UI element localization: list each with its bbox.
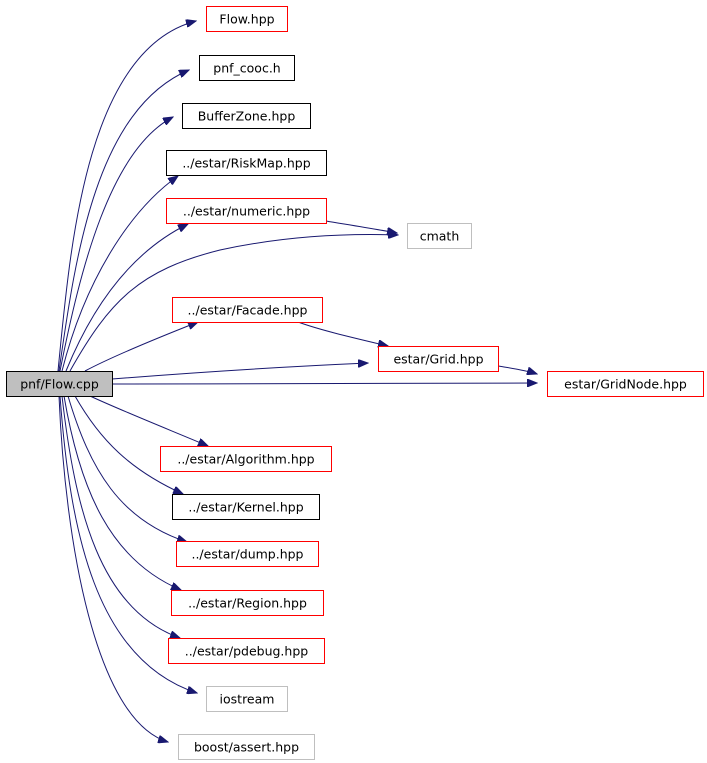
- node-label: ../estar/numeric.hpp: [183, 204, 310, 219]
- node-facade-hpp[interactable]: ../estar/Facade.hpp: [172, 297, 323, 323]
- node-flow-hpp[interactable]: Flow.hpp: [206, 6, 288, 32]
- node-gridnode-hpp[interactable]: estar/GridNode.hpp: [547, 371, 704, 397]
- node-box: [172, 297, 323, 323]
- edge-root-to-cmath: [69, 235, 398, 372]
- node-algorithm-hpp[interactable]: ../estar/Algorithm.hpp: [160, 446, 332, 472]
- node-pnf-cooc-h[interactable]: pnf_cooc.h: [199, 55, 295, 81]
- node-box: [166, 198, 327, 224]
- edge-root-to-bufferzone-hpp: [59, 117, 173, 372]
- node-label: ../estar/Algorithm.hpp: [177, 452, 314, 467]
- node-label: pnf_cooc.h: [213, 61, 280, 76]
- edge-root-to-boost-assert-hpp: [58, 395, 168, 742]
- nodes-layer: pnf/Flow.cpp Flow.hpp pnf_cooc.hBufferZone…: [6, 6, 704, 760]
- node-box: [172, 494, 320, 520]
- edge-root-to-grid-hpp: [111, 363, 368, 380]
- edge-numeric-hpp-to-cmath: [325, 220, 397, 233]
- node-label: pnf/Flow.cpp: [20, 377, 99, 392]
- node-box: [547, 371, 704, 397]
- edge-grid-hpp-to-gridnode-hpp: [497, 365, 537, 374]
- node-box: [407, 223, 472, 249]
- node-box: [378, 346, 499, 372]
- node-label: ../estar/Kernel.hpp: [188, 500, 303, 515]
- node-box: [6, 371, 113, 397]
- edge-root-to-algorithm-hpp: [89, 395, 208, 446]
- node-box: [182, 103, 311, 129]
- node-grid-hpp[interactable]: estar/Grid.hpp: [378, 346, 499, 372]
- node-box: [166, 150, 327, 176]
- node-box: [206, 686, 288, 712]
- node-label: ../estar/pdebug.hpp: [185, 644, 308, 659]
- node-label: boost/assert.hpp: [194, 740, 299, 755]
- node-label: estar/GridNode.hpp: [564, 377, 687, 392]
- edge-root-to-pdebug-hpp: [61, 395, 180, 638]
- node-box: [160, 446, 332, 472]
- node-cmath[interactable]: cmath: [407, 223, 472, 249]
- node-region-hpp[interactable]: ../estar/Region.hpp: [171, 590, 324, 616]
- edge-root-to-flow-hpp: [57, 21, 196, 372]
- node-label: iostream: [220, 692, 275, 707]
- node-label: ../estar/Region.hpp: [188, 596, 307, 611]
- edge-root-to-riskmap-hpp: [61, 176, 178, 372]
- edge-root-to-pnf-cooc-h: [58, 70, 189, 372]
- edge-root-to-iostream: [59, 395, 197, 693]
- node-iostream[interactable]: iostream: [206, 686, 288, 712]
- edge-root-to-gridnode-hpp: [111, 383, 537, 384]
- edge-root-to-kernel-hpp: [74, 395, 183, 494]
- node-label: BufferZone.hpp: [198, 109, 296, 124]
- node-label: cmath: [420, 229, 460, 244]
- node-box: [178, 734, 315, 760]
- node-box: [171, 590, 324, 616]
- node-box: [176, 541, 319, 567]
- node-dump-hpp[interactable]: ../estar/dump.hpp: [176, 541, 319, 567]
- edge-root-to-facade-hpp: [84, 322, 198, 372]
- node-label: ../estar/dump.hpp: [191, 547, 303, 562]
- node-box: [206, 6, 288, 32]
- edge-root-to-numeric-hpp: [65, 224, 188, 372]
- node-pdebug-hpp[interactable]: ../estar/pdebug.hpp: [168, 638, 325, 664]
- node-boost-assert-hpp[interactable]: boost/assert.hpp: [178, 734, 315, 760]
- node-label: ../estar/RiskMap.hpp: [182, 156, 310, 171]
- edges-layer: [57, 21, 537, 742]
- root-node-flow-cpp: pnf/Flow.cpp: [6, 371, 113, 397]
- edge-root-to-dump-hpp: [67, 395, 187, 542]
- node-numeric-hpp[interactable]: ../estar/numeric.hpp: [166, 198, 327, 224]
- node-label: ../estar/Facade.hpp: [188, 303, 308, 318]
- edge-root-to-region-hpp: [63, 395, 181, 590]
- node-riskmap-hpp[interactable]: ../estar/RiskMap.hpp: [166, 150, 327, 176]
- edge-facade-hpp-to-grid-hpp: [297, 321, 388, 346]
- node-kernel-hpp[interactable]: ../estar/Kernel.hpp: [172, 494, 320, 520]
- node-box: [199, 55, 295, 81]
- node-label: Flow.hpp: [219, 12, 274, 27]
- node-bufferzone-hpp[interactable]: BufferZone.hpp: [182, 103, 311, 129]
- node-box: [168, 638, 325, 664]
- node-label: estar/Grid.hpp: [393, 352, 483, 367]
